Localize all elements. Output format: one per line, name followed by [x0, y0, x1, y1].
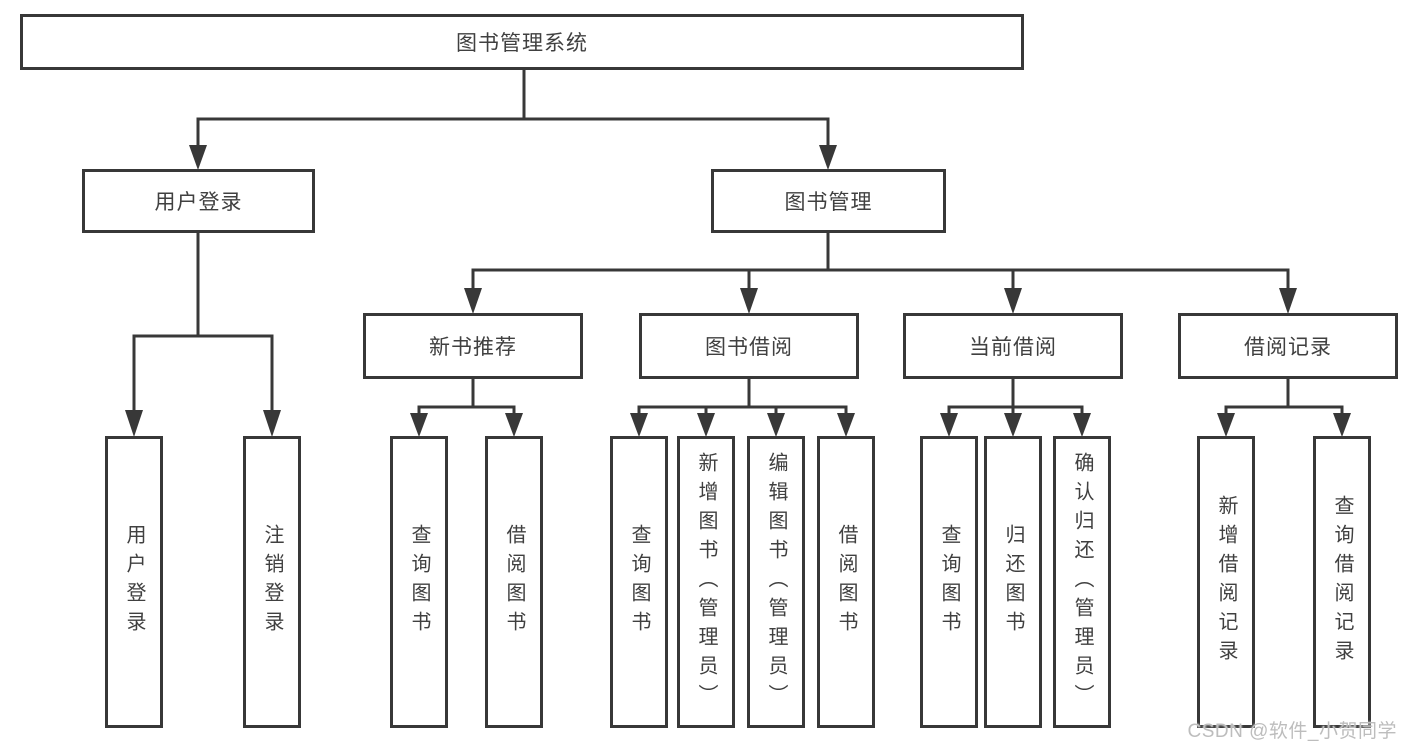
watermark-text: CSDN @软件_小贺同学 [1187, 721, 1397, 742]
leaf-borrow-books-recommend: 借阅图书 [485, 436, 543, 728]
leaf-query-books-current: 查询图书 [920, 436, 978, 728]
arrow-down-icon [125, 410, 143, 437]
arrow-down-icon [1004, 413, 1022, 437]
node-book-borrowing: 图书借阅 [639, 313, 859, 379]
node-label: 查询图书 [408, 524, 430, 640]
leaf-return-books: 归还图书 [984, 436, 1042, 728]
connector-bookmgmt-to-level3 [464, 231, 1297, 314]
node-label: 借阅图书 [503, 524, 525, 640]
node-label: 用户登录 [154, 191, 243, 214]
arrow-down-icon [410, 413, 428, 437]
node-label: 新书推荐 [429, 336, 517, 359]
arrow-down-icon [837, 413, 855, 437]
node-label: 新增借阅记录 [1215, 495, 1237, 669]
node-label: 查询借阅记录 [1331, 495, 1353, 669]
leaf-query-books-borrowing: 查询图书 [610, 436, 668, 728]
connector-records-to-leaves [1217, 377, 1351, 437]
arrow-down-icon [1073, 413, 1091, 437]
node-borrowing-records: 借阅记录 [1178, 313, 1398, 379]
node-label: 图书管理 [784, 191, 873, 214]
arrow-down-icon [819, 145, 837, 170]
node-label: 借阅记录 [1244, 336, 1332, 359]
arrow-down-icon [505, 413, 523, 437]
node-new-book-recommend: 新书推荐 [363, 313, 583, 379]
leaf-add-book-admin: 新增图书（管理员） [677, 436, 735, 728]
leaf-query-borrow-record: 查询借阅记录 [1313, 436, 1371, 728]
node-user-login: 用户登录 [82, 169, 315, 233]
node-current-borrowing: 当前借阅 [903, 313, 1123, 379]
arrow-down-icon [1333, 413, 1351, 437]
arrow-down-icon [1217, 413, 1235, 437]
arrow-down-icon [697, 413, 715, 437]
leaf-logout: 注销登录 [243, 436, 301, 728]
leaf-borrow-books-borrowing: 借阅图书 [817, 436, 875, 728]
arrow-down-icon [464, 288, 482, 314]
leaf-edit-book-admin: 编辑图书（管理员） [747, 436, 805, 728]
arrow-down-icon [767, 413, 785, 437]
node-label: 用户登录 [123, 524, 145, 640]
arrow-down-icon [1004, 288, 1022, 314]
leaf-user-login: 用户登录 [105, 436, 163, 728]
arrow-down-icon [630, 413, 648, 437]
node-label: 新增图书（管理员） [695, 451, 717, 713]
arrow-down-icon [940, 413, 958, 437]
node-label: 查询图书 [628, 524, 650, 640]
connector-bookborrow-to-leaves [630, 377, 855, 437]
node-label: 借阅图书 [835, 524, 857, 640]
connector-userlogin-to-leaves [125, 231, 281, 437]
node-label: 归还图书 [1002, 524, 1024, 640]
arrow-down-icon [189, 145, 207, 170]
leaf-add-borrow-record: 新增借阅记录 [1197, 436, 1255, 728]
arrow-down-icon [1279, 288, 1297, 314]
node-label: 当前借阅 [969, 336, 1057, 359]
node-root-system: 图书管理系统 [20, 14, 1024, 70]
arrow-down-icon [740, 288, 758, 314]
connector-newbook-to-leaves [410, 377, 523, 437]
node-label: 查询图书 [938, 524, 960, 640]
leaf-confirm-return-admin: 确认归还（管理员） [1053, 436, 1111, 728]
arrow-down-icon [263, 410, 281, 437]
node-book-management: 图书管理 [711, 169, 946, 233]
node-label: 图书管理系统 [456, 32, 588, 55]
connector-currentborrow-to-leaves [940, 377, 1091, 437]
connector-root-to-level2 [189, 68, 837, 170]
node-label: 确认归还（管理员） [1071, 451, 1093, 713]
leaf-query-books-recommend: 查询图书 [390, 436, 448, 728]
node-label: 注销登录 [261, 524, 283, 640]
node-label: 编辑图书（管理员） [765, 451, 787, 713]
node-label: 图书借阅 [705, 336, 793, 359]
